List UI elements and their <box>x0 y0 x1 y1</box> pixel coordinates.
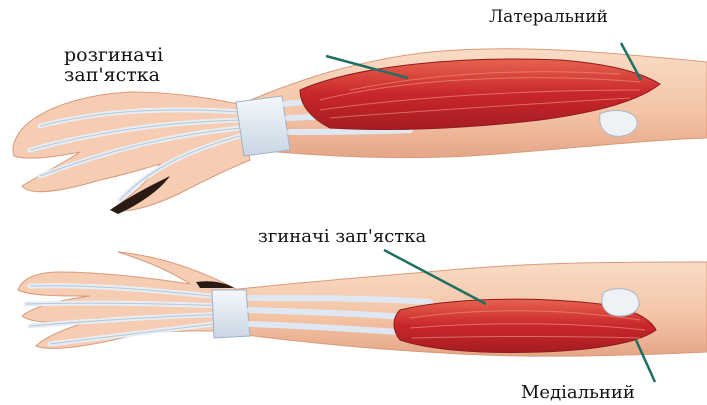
wrist-flexors-label: згиначі зап'ястка <box>258 228 426 247</box>
wrist-extensors-label-line-1: розгиначі <box>64 46 163 66</box>
lower-forearm <box>18 250 707 382</box>
upper-elbow-bone <box>600 111 637 137</box>
lower-wrist-retinaculum <box>212 290 250 338</box>
medial-epicondyle-label: Медіальний <box>521 384 635 403</box>
lateral-epicondyle-label: Латеральний <box>489 9 608 27</box>
wrist-extensors-label: розгиначі зап'ястка <box>64 46 163 86</box>
lower-elbow-bone <box>602 289 639 316</box>
upper-wrist-retinaculum <box>236 96 290 156</box>
wrist-extensors-label-line-2: зап'ястка <box>64 66 163 86</box>
